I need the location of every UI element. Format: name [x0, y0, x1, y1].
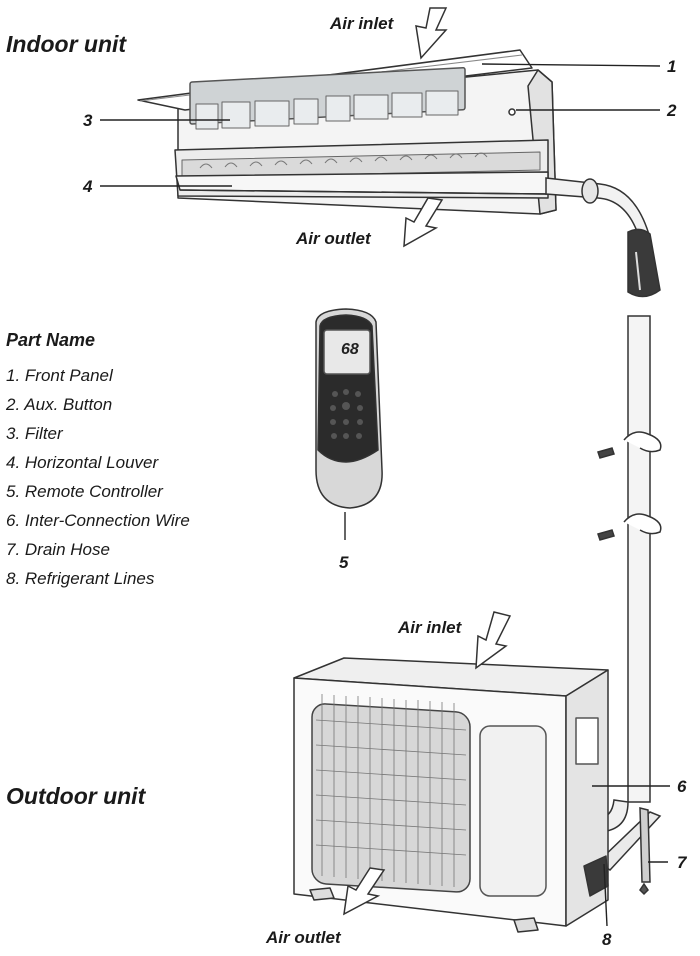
part-item: 6. Inter-Connection Wire	[6, 511, 190, 530]
outdoor-unit-title: Outdoor unit	[6, 783, 146, 809]
callout-1: 1	[667, 57, 677, 76]
indoor-air-inlet-label: Air inlet	[330, 14, 394, 33]
part-item: 3. Filter	[6, 424, 63, 443]
outdoor-unit	[293, 657, 609, 933]
callout-7: 7	[677, 853, 687, 872]
indoor-air-inlet-arrow	[415, 7, 448, 60]
callout-2: 2	[667, 101, 677, 120]
callout-3: 3	[83, 111, 93, 130]
indoor-air-outlet-label: Air outlet	[296, 229, 371, 248]
leader-lines	[100, 63, 670, 927]
part-item: 2. Aux. Button	[6, 395, 113, 414]
callout-4: 4	[83, 177, 93, 196]
part-item: 5. Remote Controller	[6, 482, 163, 501]
part-name-title: Part Name	[6, 330, 96, 350]
part-name-list: Part Name 1. Front Panel 2. Aux. Button …	[6, 331, 190, 593]
part-item: 8. Refrigerant Lines	[6, 569, 155, 588]
callout-5: 5	[339, 553, 349, 572]
part-item: 1. Front Panel	[6, 366, 113, 385]
remote-display-temperature: 68	[341, 341, 359, 358]
remote-controller	[315, 308, 383, 540]
outdoor-air-outlet-arrow	[343, 867, 386, 916]
callout-6: 6	[677, 777, 687, 796]
indoor-unit	[137, 49, 557, 215]
indoor-air-outlet-arrow	[403, 197, 444, 248]
part-item: 7. Drain Hose	[6, 540, 110, 559]
callout-8: 8	[602, 930, 612, 949]
part-items: 1. Front Panel 2. Aux. Button 3. Filter …	[6, 361, 190, 593]
part-item: 4. Horizontal Louver	[6, 453, 159, 472]
outdoor-air-inlet-arrow	[475, 611, 512, 670]
connection-piping	[545, 177, 662, 896]
indoor-unit-title: Indoor unit	[6, 31, 127, 57]
outdoor-air-inlet-label: Air inlet	[398, 618, 462, 637]
outdoor-air-outlet-label: Air outlet	[266, 928, 341, 947]
